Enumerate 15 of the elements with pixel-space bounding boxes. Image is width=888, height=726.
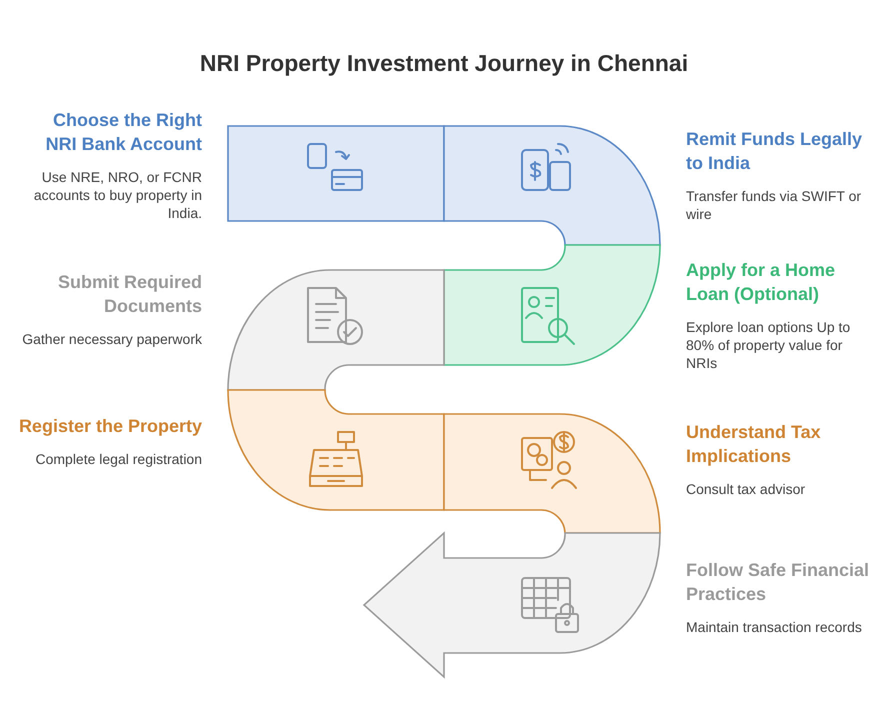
step-description: Use NRE, NRO, or FCNR accounts to buy property in India. — [32, 168, 202, 222]
step-title: Submit Required Documents — [56, 271, 202, 318]
step-title: Register the Property — [18, 415, 202, 438]
step-description: Complete legal registration — [34, 450, 202, 468]
title: NRI Property Investment Journey in Chennai — [198, 50, 690, 77]
step-description: Consult tax advisor — [686, 480, 806, 498]
step-title: Follow Safe Financial Practices — [686, 559, 870, 606]
step-title: Remit Funds Legally to India — [686, 128, 864, 175]
step-title: Choose the Right NRI Bank Account — [44, 109, 202, 156]
step-title: Understand Tax Implications — [686, 421, 822, 468]
step-description: Transfer funds via SWIFT or wire — [686, 187, 862, 223]
step-description: Gather necessary paperwork — [21, 330, 202, 348]
step-description: Maintain transaction records — [686, 618, 863, 636]
step-title: Apply for a Home Loan (Optional) — [686, 259, 836, 306]
step-description: Explore loan options Up to 80% of property value for NRIs — [686, 318, 852, 372]
